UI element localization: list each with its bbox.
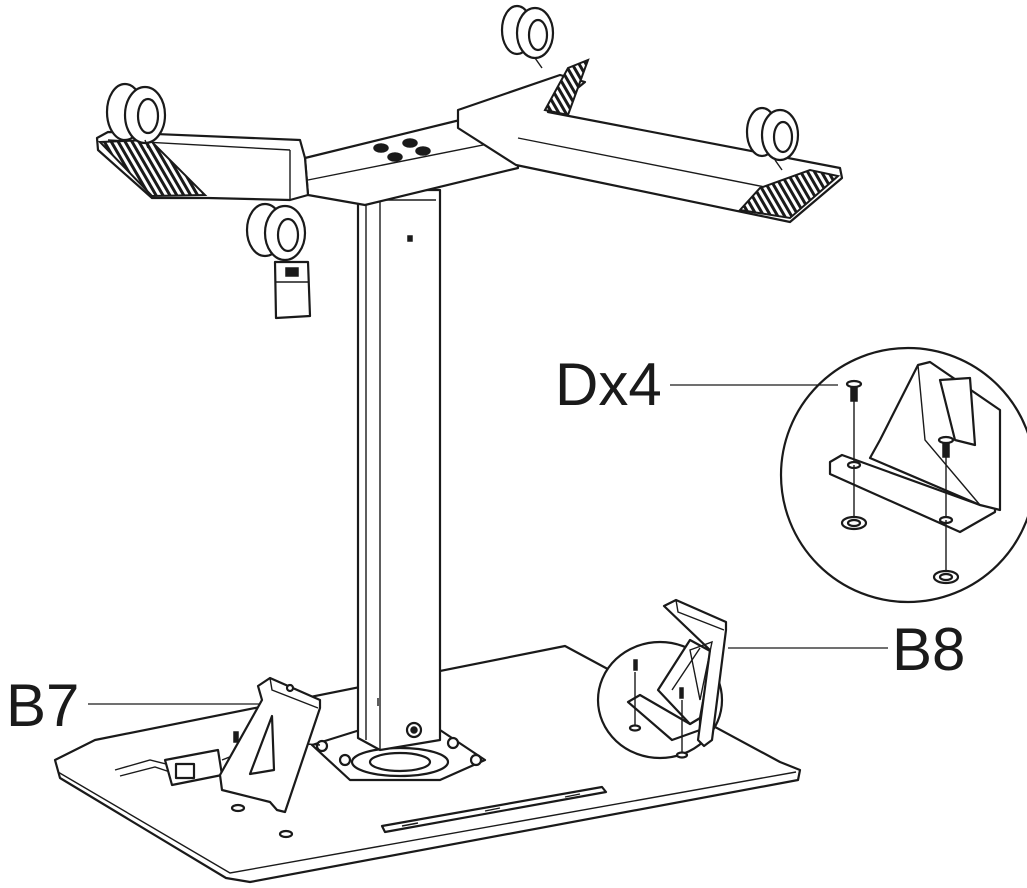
control-box — [114, 743, 321, 787]
detail-circle-dx4 — [779, 346, 1027, 604]
label-dx4: Dx4 — [555, 351, 662, 418]
caster-wheel-icon — [105, 4, 800, 320]
caster-right — [745, 106, 800, 171]
detail-circle-b8 — [596, 638, 724, 760]
caster-top-center — [500, 4, 555, 69]
lifting-column — [356, 188, 442, 752]
caster-top-left — [105, 82, 167, 149]
bracket-left — [218, 676, 322, 839]
screw-icon — [845, 379, 955, 458]
label-b7: B7 — [6, 672, 79, 739]
label-b8: B8 — [892, 616, 965, 683]
top-frame — [95, 58, 844, 224]
bracket-right — [662, 598, 728, 748]
column-flange — [310, 728, 487, 782]
caster-lower-left — [245, 202, 312, 320]
